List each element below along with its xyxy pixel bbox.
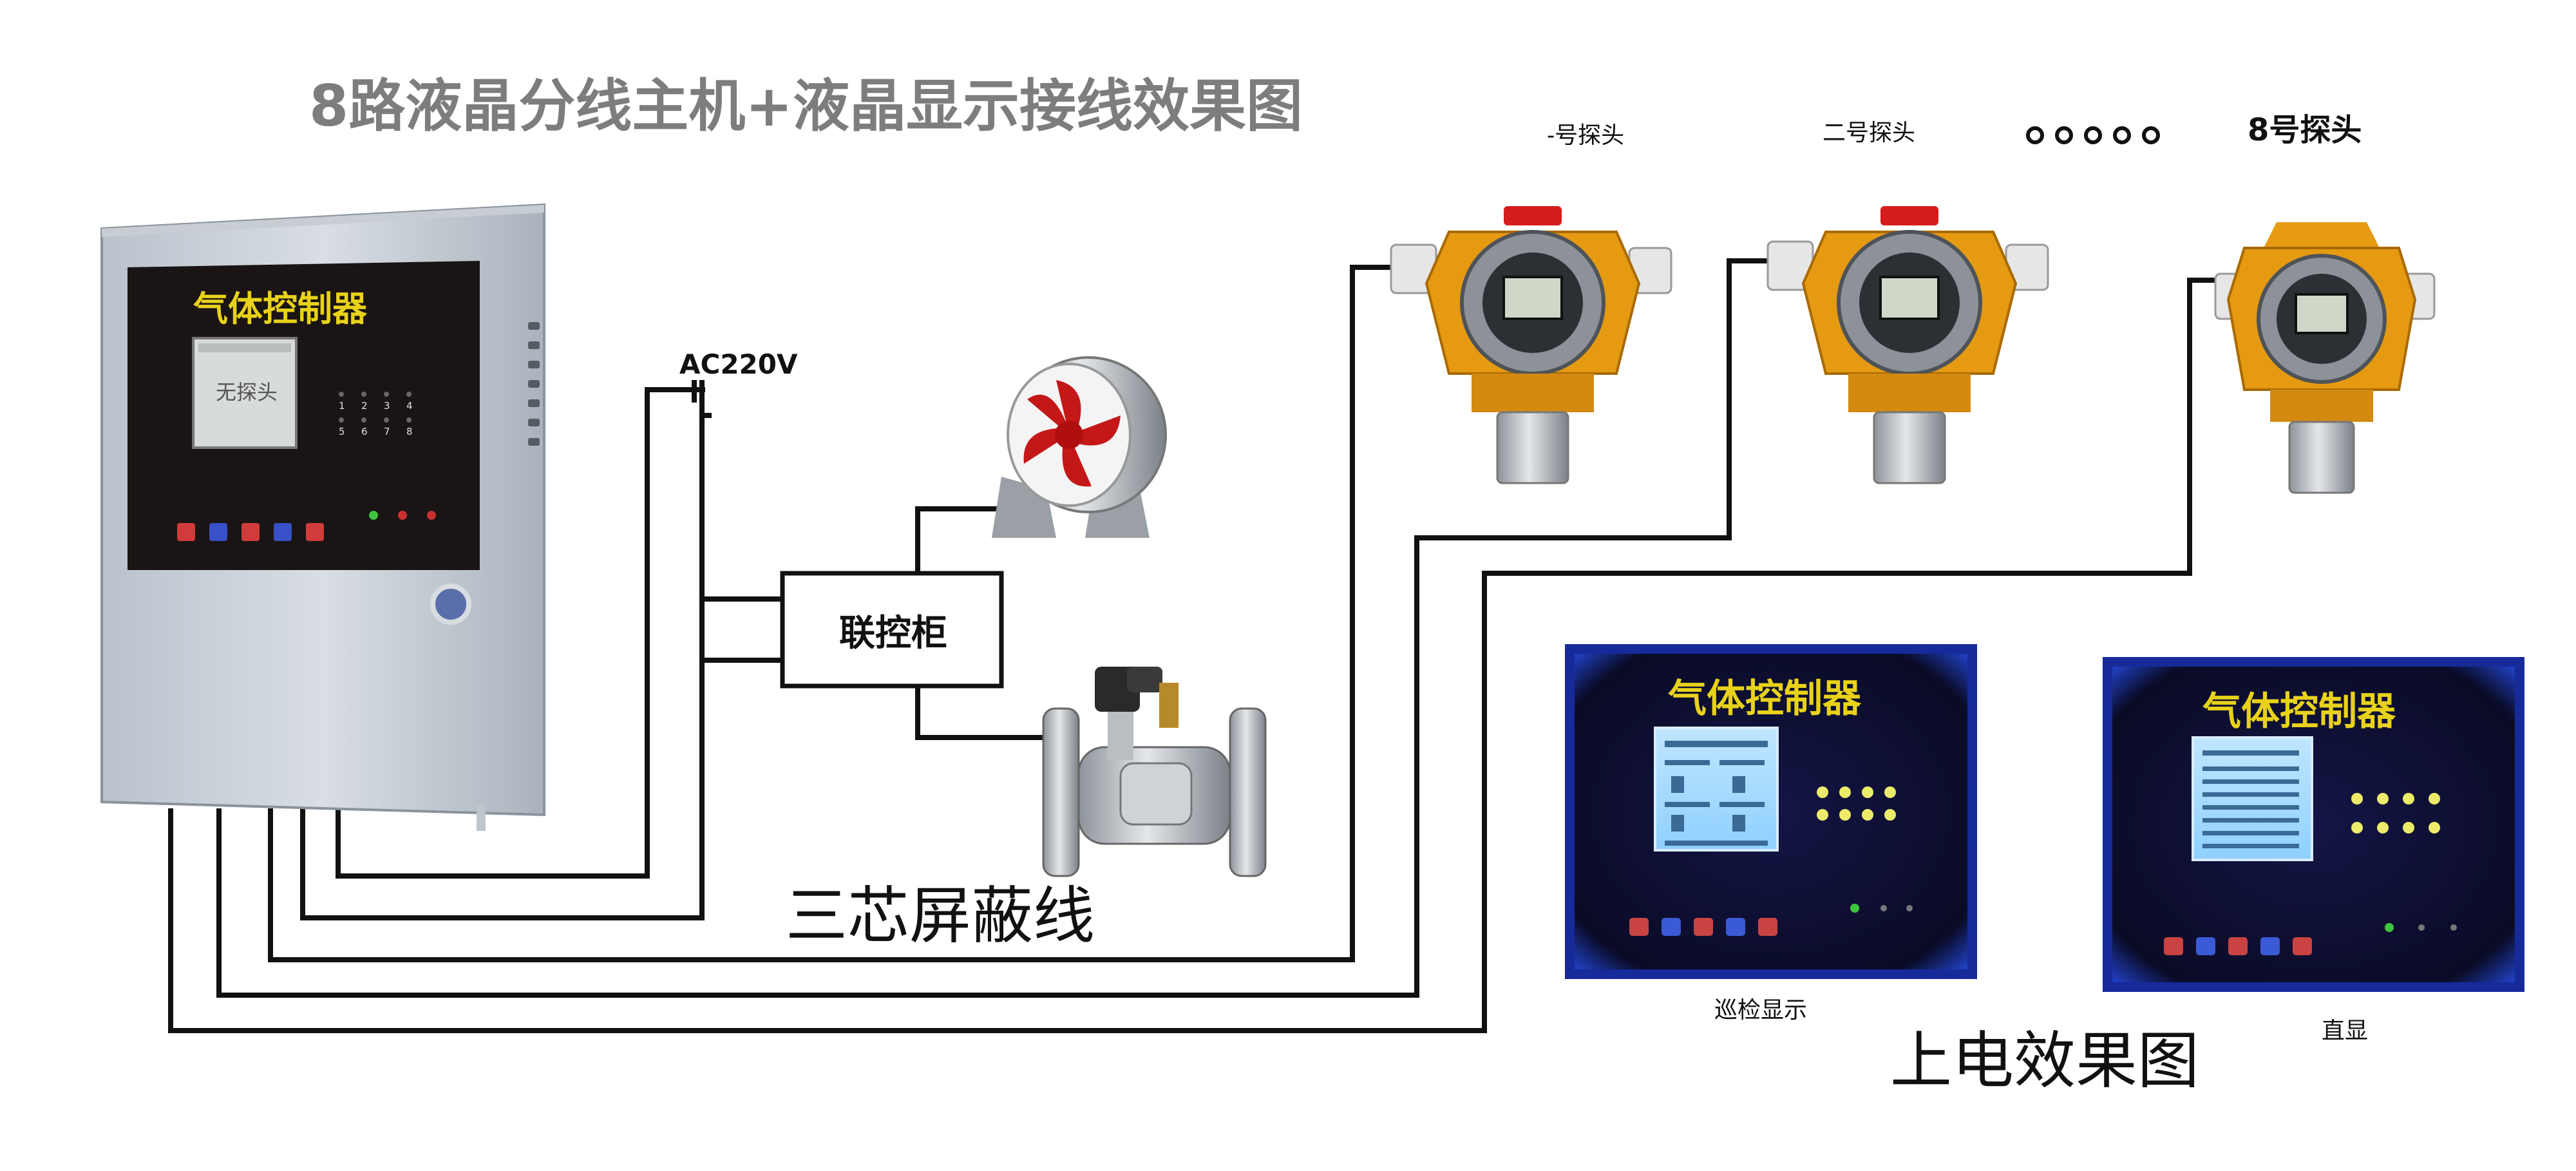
linkage-box-label: 联控柜: [839, 613, 947, 654]
photo-direct-display: 气体控制器: [2103, 657, 2524, 992]
cabinet-vents: [528, 322, 540, 446]
indicator-num: 8: [406, 426, 413, 437]
wire-power-1: [336, 387, 694, 879]
wire-probe-2: [216, 258, 1771, 998]
gas-probe-8: [2214, 222, 2436, 494]
photo-2-panel-title: 气体控制器: [2202, 689, 2396, 734]
linkage-box: 联控柜: [780, 571, 1004, 689]
indicator-num: 3: [384, 400, 390, 412]
probe-8-label: 8号探头: [2248, 112, 2362, 148]
controller-buttons: [177, 511, 436, 541]
probe-1-label: -号探头: [1547, 122, 1624, 149]
controller-lcd-text: 无探头: [216, 380, 278, 405]
power-on-label: 上电效果图: [1890, 1025, 2199, 1097]
wire-linkage-fan: [915, 506, 1001, 573]
solenoid-valve-image: [1042, 667, 1267, 877]
indicator-num: 1: [339, 400, 345, 412]
indicator-num: 4: [406, 400, 413, 412]
gas-probe-2: [1766, 206, 2049, 484]
photo-2-caption: 直显: [2322, 1018, 2368, 1044]
indicator-num: 7: [384, 426, 390, 437]
wire-power-2: [300, 412, 705, 920]
probe-2-label: 二号探头: [1823, 120, 1915, 146]
diagram-title: 8路液晶分线主机+液晶显示接线效果图: [309, 73, 1303, 139]
controller-cabinet: 气体控制器 无探头 1 2 3 4 5 6 7 8: [100, 203, 545, 831]
wiring: [168, 258, 2228, 1033]
wire-linkage-valve: [915, 686, 1043, 740]
cabinet-lock: [430, 584, 471, 625]
indicator-num: 6: [361, 426, 368, 437]
axial-fan-image: [992, 356, 1167, 538]
wire-ac-linkage-top: [699, 425, 782, 602]
photo-patrol-display: 气体控制器: [1565, 644, 1977, 979]
ellipsis-circles: [2026, 126, 2160, 144]
photo-1-caption: 巡检显示: [1714, 997, 1807, 1023]
photo-1-panel-title: 气体控制器: [1668, 676, 1862, 721]
power-label: AC220V: [679, 348, 798, 380]
controller-panel-title: 气体控制器: [193, 289, 368, 329]
cable-label: 三芯屏蔽线: [786, 880, 1095, 952]
gas-probe-1: [1390, 206, 1672, 484]
controller-lcd: [192, 337, 298, 449]
wire-probe-8: [168, 278, 2228, 1033]
controller-indicators: 1 2 3 4 5 6 7 8: [339, 392, 413, 437]
wire-probe-1: [268, 265, 1394, 962]
indicator-num: 2: [361, 400, 368, 412]
indicator-num: 5: [339, 426, 345, 437]
